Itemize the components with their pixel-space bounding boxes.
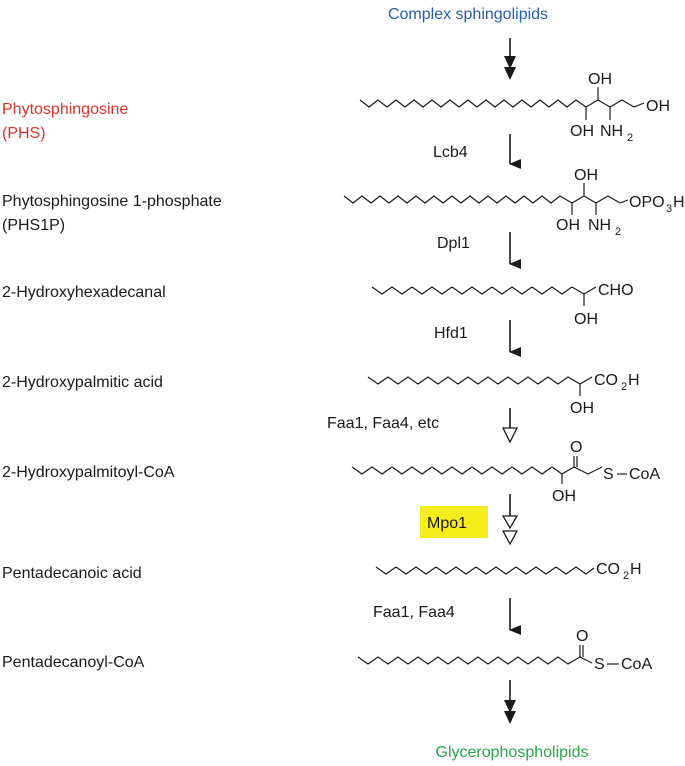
compound-phs1p-name: Phytosphingosine 1-phosphate — [2, 193, 222, 210]
enzyme-hfd1: Hfd1 — [434, 325, 468, 342]
structure-pentadecanoic-acid: CO 2 H — [375, 561, 642, 582]
arrow-open-faa — [501, 408, 519, 444]
reaction-arrows — [501, 38, 521, 724]
phs1p-opo-sub: 3 — [666, 203, 672, 215]
palmitic-co: CO — [594, 372, 618, 389]
pentadecanoyl-coa: CoA — [621, 656, 652, 673]
compound-hydroxypalmitic-acid: 2-Hydroxypalmitic acid — [2, 374, 163, 391]
arrow-double-start — [504, 38, 516, 80]
structure-phs1p: OH OH NH 2 OPO 3 H — [343, 167, 685, 238]
phs-nh-sub: 2 — [627, 132, 633, 144]
phs1p-oh-bottom: OH — [556, 217, 580, 234]
enzyme-dpl1: Dpl1 — [437, 235, 470, 252]
enzyme-faa1-faa4: Faa1, Faa4 — [373, 604, 455, 621]
compound-phs1p-abbrev: (PHS1P) — [2, 217, 65, 234]
pentadecanoic-h: H — [630, 561, 642, 578]
structure-phs: OH OH NH 2 OH — [359, 71, 670, 144]
phs1p-h: H — [673, 194, 685, 211]
pentadecanoic-co-sub: 2 — [623, 570, 629, 582]
compound-hydroxypalmitoyl-coa: 2-Hydroxypalmitoyl-CoA — [2, 464, 175, 481]
palmitoyl-o: O — [570, 439, 582, 456]
structure-hydroxypalmitic-acid: CO 2 H OH — [367, 372, 640, 417]
phs1p-opo: OPO — [629, 194, 665, 211]
palmitoyl-coa: CoA — [629, 466, 660, 483]
enzyme-labels: Lcb4 Dpl1 Hfd1 Faa1, Faa4, etc Mpo1 Faa1… — [327, 144, 488, 621]
phs1p-nh: NH — [588, 217, 611, 234]
compound-pentadecanoic-acid: Pentadecanoic acid — [2, 565, 142, 582]
phs-oh-bottom: OH — [570, 123, 594, 140]
mpo1-highlight — [420, 506, 488, 538]
pentadecanoyl-o: O — [576, 628, 588, 645]
palmitic-oh: OH — [570, 400, 594, 417]
palmitic-co-sub: 2 — [621, 381, 627, 393]
phs-oh-top: OH — [588, 71, 612, 88]
enzyme-faa1-faa4-etc: Faa1, Faa4, etc — [327, 415, 439, 432]
phs-nh: NH — [600, 123, 623, 140]
structure-hydroxyhexadecanal: CHO OH — [371, 282, 634, 328]
enzyme-lcb4: Lcb4 — [433, 144, 468, 161]
compound-labels: Phytosphingosine (PHS) Phytosphingosine … — [2, 101, 222, 671]
arrow-double-end — [504, 680, 516, 724]
pentadecanoic-co: CO — [596, 561, 620, 578]
arrow-open-double-mpo1 — [501, 494, 519, 546]
enzyme-mpo1: Mpo1 — [427, 515, 467, 532]
compound-phs-abbrev: (PHS) — [2, 125, 46, 142]
compound-hydroxyhexadecanal: 2-Hydroxyhexadecanal — [2, 284, 166, 301]
palmitoyl-oh: OH — [552, 488, 576, 505]
pentadecanoyl-s: S — [594, 656, 605, 673]
phs1p-nh-sub: 2 — [615, 226, 621, 238]
compound-phs-name: Phytosphingosine — [2, 101, 128, 118]
palmitoyl-s: S — [603, 466, 614, 483]
phs1p-oh-top: OH — [574, 167, 598, 184]
compound-pentadecanoyl-coa: Pentadecanoyl-CoA — [2, 654, 145, 671]
phs-oh-end: OH — [646, 98, 670, 115]
structure-pentadecanoyl-coa: O S CoA — [357, 628, 652, 673]
end-label: Glycerophospholipids — [436, 744, 589, 761]
hexadecanal-cho: CHO — [598, 282, 634, 299]
hexadecanal-oh: OH — [574, 311, 598, 328]
palmitic-h: H — [628, 372, 640, 389]
structure-hydroxypalmitoyl-coa: O S CoA OH — [351, 439, 660, 505]
start-label: Complex sphingolipids — [388, 6, 548, 23]
